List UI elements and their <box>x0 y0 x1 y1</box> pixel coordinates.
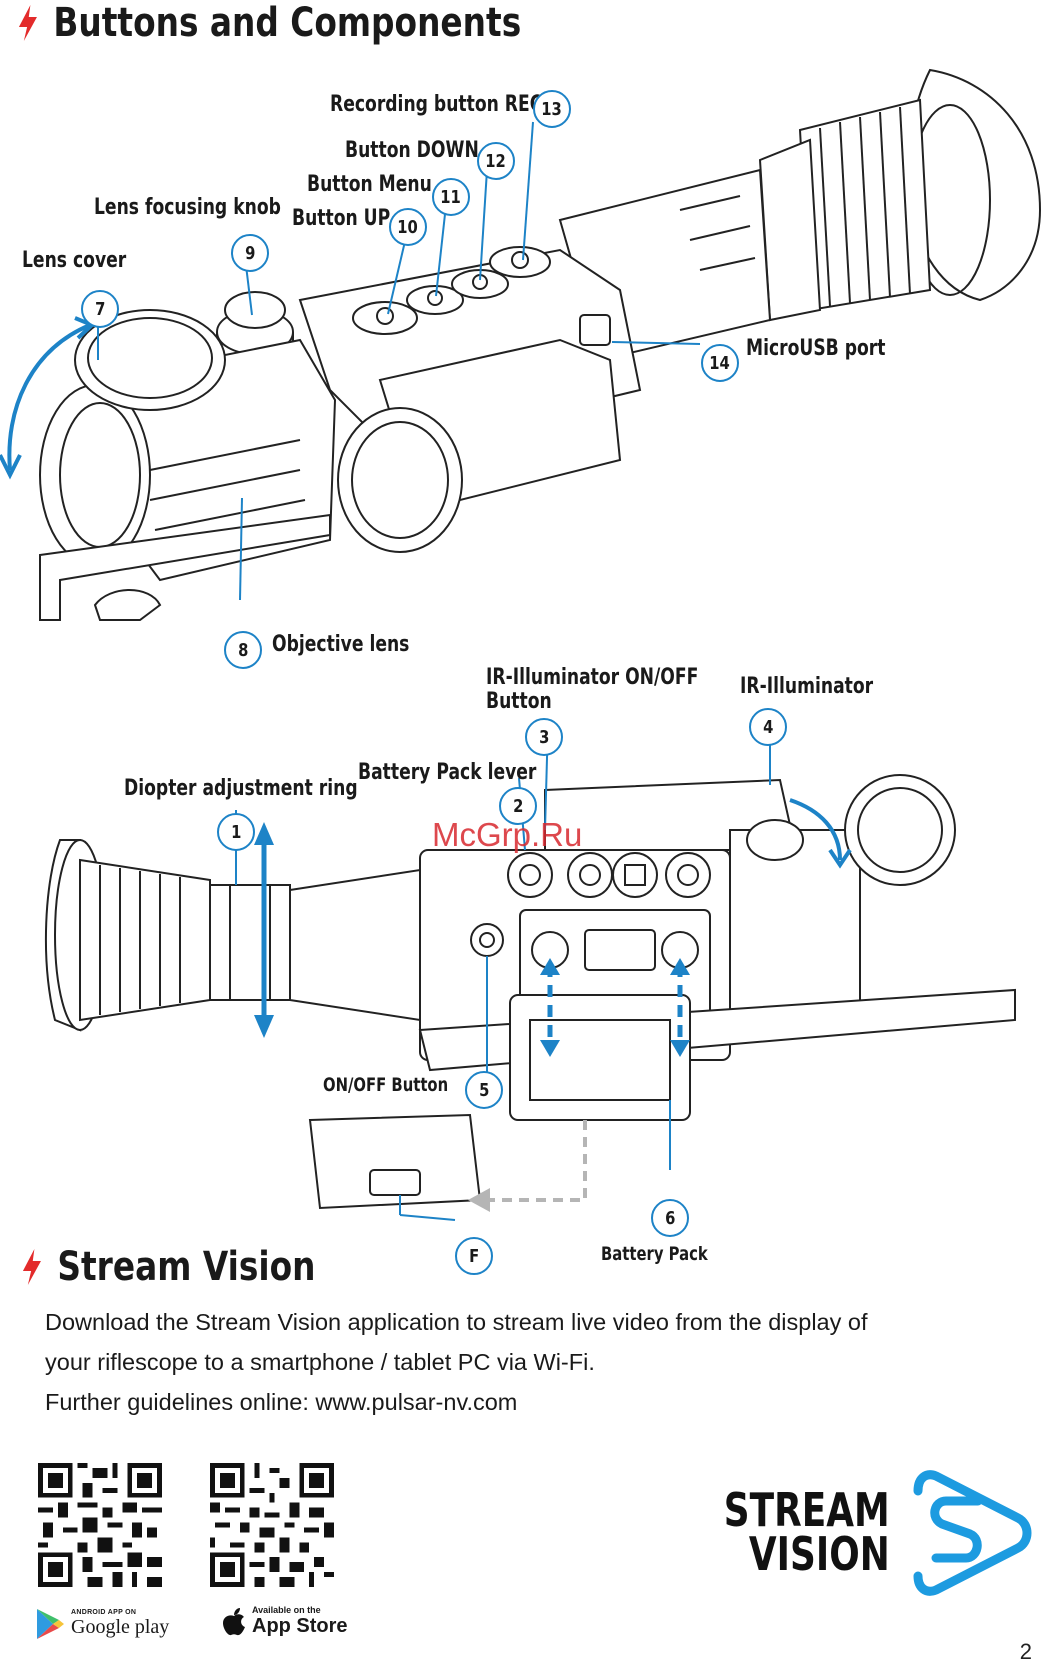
label-lens-focusing-knob: Lens focusing knob <box>94 195 281 220</box>
callout-9: 9 <box>231 234 269 272</box>
callout-5: 5 <box>465 1071 503 1109</box>
label-ir-illuminator: IR-Illuminator <box>740 674 874 699</box>
callout-10: 10 <box>389 208 427 246</box>
body-line-1: Download the Stream Vision application t… <box>45 1309 868 1335</box>
label-objective-lens: Objective lens <box>272 632 410 657</box>
qr-code-app-store[interactable] <box>210 1463 334 1587</box>
callout-F: F <box>455 1237 493 1275</box>
callout-3: 3 <box>525 718 563 756</box>
page-title: Buttons and Components <box>53 0 522 46</box>
label-battery-pack-lever: Battery Pack lever <box>358 760 537 785</box>
callout-11: 11 <box>432 178 470 216</box>
callout-12: 12 <box>477 142 515 180</box>
callout-8: 8 <box>224 631 262 669</box>
apple-icon <box>223 1607 245 1635</box>
label-lens-cover: Lens cover <box>22 248 127 273</box>
label-button-up: Button UP <box>292 206 391 231</box>
label-button-menu: Button Menu <box>307 172 432 197</box>
lightning-bolt-icon <box>18 5 37 41</box>
google-play-badge[interactable]: ANDROID APP ON Google play <box>35 1607 169 1641</box>
label-diopter-ring: Diopter adjustment ring <box>124 776 358 801</box>
callout-4: 4 <box>749 708 787 746</box>
stream-vision-title: Stream Vision <box>57 1244 316 1290</box>
stream-vision-logo-text: STREAM VISION <box>724 1483 890 1581</box>
section-title-buttons: Buttons and Components <box>14 0 521 46</box>
watermark: McGrp.Ru <box>432 816 583 853</box>
label-recording-button: Recording button REC <box>330 92 543 117</box>
google-play-small-text: ANDROID APP ON <box>71 1609 137 1616</box>
google-play-icon <box>37 1609 64 1639</box>
callout-7: 7 <box>81 290 119 328</box>
page-number: 2 <box>1019 1639 1032 1664</box>
app-store-badge[interactable]: Available on the App Store <box>222 1605 348 1638</box>
app-store-small-text: Available on the <box>252 1605 321 1615</box>
label-onoff-button: ON/OFF Button <box>323 1074 449 1096</box>
callout-6: 6 <box>651 1199 689 1237</box>
section-title-stream-vision: Stream Vision <box>18 1244 316 1290</box>
riflescope-side-view-illustration <box>44 730 1016 1221</box>
stream-vision-logo-icon <box>913 1470 1032 1596</box>
qr-code-google-play[interactable] <box>38 1463 162 1587</box>
label-ir-onoff-button: IR-Illuminator ON/OFF Button <box>486 665 699 714</box>
body-line-2: your riflescope to a smartphone / tablet… <box>45 1349 595 1375</box>
callout-1: 1 <box>217 813 255 851</box>
lightning-bolt-icon <box>22 1249 41 1285</box>
callout-2: 2 <box>499 787 537 825</box>
google-play-big-text: Google play <box>71 1616 170 1638</box>
label-battery-pack: Battery Pack <box>601 1243 708 1265</box>
label-microusb-port: MicroUSB port <box>746 336 886 361</box>
callout-14: 14 <box>701 344 739 382</box>
body-line-3: Further guidelines online: www.pulsar-nv… <box>45 1389 518 1415</box>
app-store-big-text: App Store <box>252 1615 348 1637</box>
callout-13: 13 <box>533 90 571 128</box>
riflescope-top-view-illustration <box>0 68 1042 621</box>
label-button-down: Button DOWN <box>345 138 479 163</box>
